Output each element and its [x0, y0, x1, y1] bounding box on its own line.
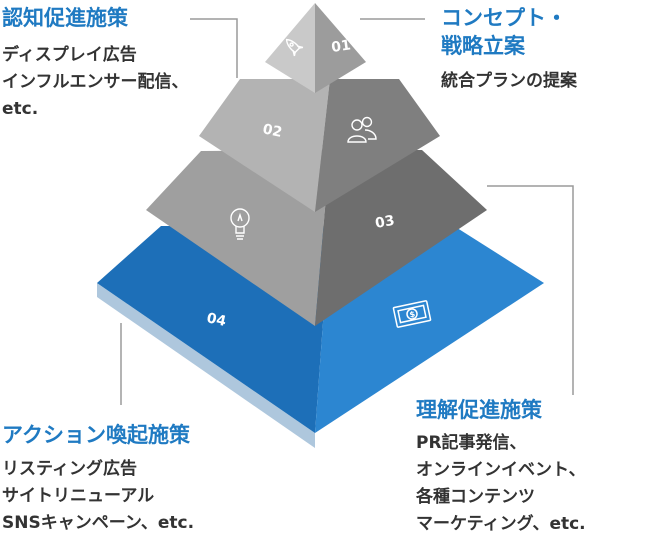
awareness-item-3: etc.: [2, 99, 39, 119]
action-item-1: リスティング広告: [2, 459, 137, 479]
awareness-title: 認知促進施策: [2, 6, 128, 30]
section-concept: コンセプト・ 戦略立案 統合プランの提案: [441, 4, 577, 95]
section-action: アクション喚起施策 リスティング広告 サイトリニューアル SNSキャンペーン、e…: [2, 421, 194, 537]
tier-1-right-face: [315, 3, 366, 93]
action-title: アクション喚起施策: [2, 423, 190, 447]
tier-1-number: 01: [330, 37, 352, 56]
tier-3-right-face: [315, 150, 487, 326]
lightbulb-icon: [230, 208, 250, 240]
people-icon: [347, 116, 377, 143]
money-icon: $: [392, 300, 432, 328]
concept-title-line-1: コンセプト・: [441, 6, 567, 30]
tier-4-number: 04: [205, 310, 228, 330]
tier-4-shadow: [97, 283, 315, 448]
understanding-item-1: PR記事発信、: [416, 433, 527, 453]
tier-3-left-face: [146, 150, 330, 326]
connector-understanding: [487, 185, 574, 395]
section-understanding: 理解促進施策 PR記事発信、 オンラインイベント、 各種コンテンツ マーケティン…: [416, 396, 586, 538]
connector-lines: [120, 18, 574, 405]
understanding-item-4: マーケティング、etc.: [416, 514, 586, 534]
tier-2-number: 02: [261, 121, 283, 141]
awareness-item-2: インフルエンサー配信、: [2, 72, 189, 92]
tier-2-left-face: [199, 79, 330, 212]
action-item-3: SNSキャンペーン、etc.: [2, 513, 195, 533]
svg-text:$: $: [409, 309, 417, 319]
rocket-icon: [285, 38, 304, 57]
understanding-title: 理解促進施策: [416, 398, 542, 422]
tier-3: [146, 150, 487, 326]
connector-awareness: [190, 18, 238, 78]
tier-3-number: 03: [374, 213, 396, 232]
awareness-item-1: ディスプレイ広告: [2, 45, 137, 65]
tier-2-right-face: [315, 79, 440, 212]
understanding-item-2: オンラインイベント、: [416, 460, 586, 480]
understanding-item-3: 各種コンテンツ: [416, 487, 535, 507]
tier-2: [199, 79, 440, 212]
action-item-2: サイトリニューアル: [2, 486, 155, 506]
concept-title-line-2: 戦略立案: [441, 34, 525, 58]
concept-item-1: 統合プランの提案: [441, 71, 577, 91]
section-awareness: 認知促進施策 ディスプレイ広告 インフルエンサー配信、 etc.: [2, 4, 189, 123]
